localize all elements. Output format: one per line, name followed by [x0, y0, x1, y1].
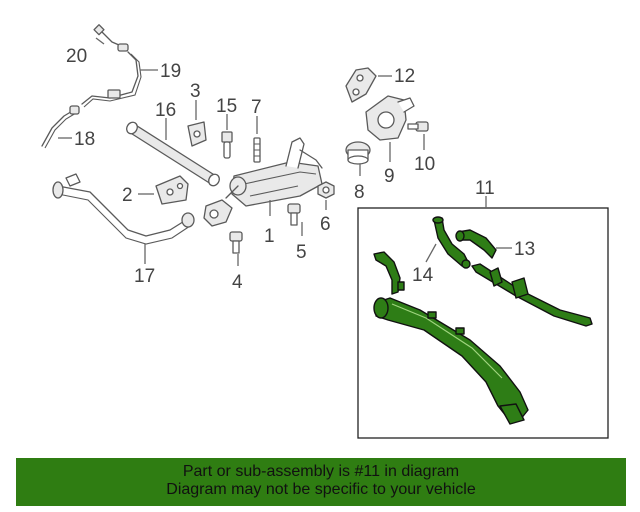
- callout-4: 4: [232, 272, 243, 293]
- callout-20: 20: [66, 46, 87, 67]
- callout-7: 7: [251, 97, 262, 118]
- part-11-bracket-pipe[interactable]: [373, 251, 405, 295]
- callout-13: 13: [514, 239, 535, 260]
- part-14-pipe[interactable]: [432, 216, 471, 269]
- part-10-bolt[interactable]: [407, 121, 429, 132]
- part-7-stud[interactable]: [253, 137, 261, 163]
- part-20-hose[interactable]: [93, 24, 129, 52]
- callout-1: 1: [264, 226, 275, 247]
- callout-5: 5: [296, 242, 307, 263]
- part-11-main-pipe[interactable]: [373, 297, 529, 425]
- part-3-gasket[interactable]: [187, 121, 207, 147]
- part-6-nut[interactable]: [317, 181, 335, 199]
- callout-15: 15: [216, 96, 237, 117]
- callout-9: 9: [384, 166, 395, 187]
- part-12-bracket[interactable]: [345, 67, 377, 103]
- callout-12: 12: [394, 66, 415, 87]
- assembly-11-box: [357, 207, 609, 439]
- part-17-pipe[interactable]: [52, 173, 195, 245]
- part-16-pipe[interactable]: [125, 120, 222, 187]
- part-2-bracket[interactable]: [155, 175, 189, 205]
- part-8-thermostat[interactable]: [345, 141, 371, 165]
- callout-19: 19: [160, 61, 181, 82]
- part-4-bolt[interactable]: [229, 231, 243, 254]
- callout-17: 17: [134, 266, 155, 287]
- callout-3: 3: [190, 81, 201, 102]
- callout-10: 10: [414, 154, 435, 175]
- callout-8: 8: [354, 182, 365, 203]
- part-19-pipe[interactable]: [81, 51, 142, 108]
- part-15-sensor[interactable]: [221, 131, 233, 159]
- callout-16: 16: [155, 100, 176, 121]
- callout-14: 14: [412, 265, 434, 286]
- callout-6: 6: [320, 214, 331, 235]
- footer-line-1: Part or sub-assembly is #11 in diagram: [182, 463, 460, 480]
- callout-2: 2: [122, 185, 133, 206]
- part-13-hose[interactable]: [455, 229, 497, 259]
- part-5-bolt[interactable]: [287, 203, 301, 226]
- callout-11: 11: [475, 178, 495, 199]
- part-11-thin-pipe[interactable]: [471, 263, 593, 327]
- part-9-housing[interactable]: [365, 95, 415, 141]
- part-1-housing[interactable]: [203, 137, 323, 227]
- part-18-hose[interactable]: [41, 105, 80, 149]
- footer-line-2: Diagram may not be specific to your vehi…: [166, 481, 476, 498]
- callout-18: 18: [74, 129, 95, 150]
- footer-banner: Part or sub-assembly is #11 in diagram D…: [16, 458, 626, 506]
